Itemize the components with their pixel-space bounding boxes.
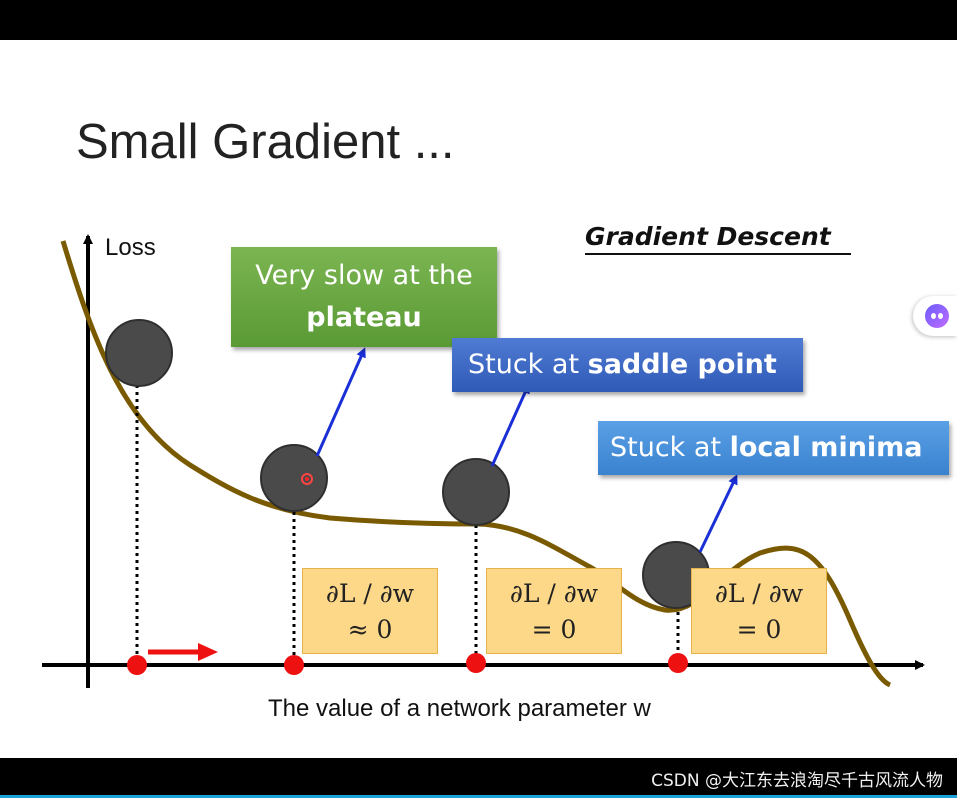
watermark-text: CSDN @大江东去浪淘尽千古风流人物 [651,771,943,791]
derivative-box-local-min: ∂L / ∂w = 0 [691,568,827,654]
callout-saddle-prefix: Stuck at [468,349,588,380]
pointer-saddle [490,383,530,467]
callout-plateau: Very slow at the plateau [231,247,497,347]
derivative-expr: ∂L / ∂w [509,579,599,608]
bottom-accent-line [0,795,957,798]
derivative-value: = 0 [736,615,782,644]
ball-saddle [442,458,510,526]
loss-curve [60,240,892,688]
point-saddle [466,653,486,673]
ball-plateau [260,444,328,512]
gradient-descent-label: Gradient Descent [585,222,851,255]
callout-local-min-prefix: Stuck at [610,432,730,463]
assistant-face-icon [925,304,949,328]
y-axis-label: Loss [105,234,156,261]
callout-plateau-line1: Very slow at the [255,260,473,291]
cursor-marker [301,473,313,485]
callout-saddle-bold: saddle point [587,349,777,380]
derivative-expr: ∂L / ∂w [325,579,415,608]
assistant-widget-button[interactable] [913,296,957,336]
derivative-value: = 0 [531,615,577,644]
callout-local-min: Stuck at local minima [598,421,949,475]
pointer-plateau [315,347,366,457]
callout-saddle: Stuck at saddle point [452,338,803,392]
point-start [127,655,147,675]
x-axis-label: The value of a network parameter w [268,695,651,722]
point-local-min [668,653,688,673]
callout-plateau-line2: plateau [306,302,422,333]
derivative-box-saddle: ∂L / ∂w = 0 [486,568,622,654]
slide-title: Small Gradient ... [76,115,455,169]
derivative-expr: ∂L / ∂w [714,579,804,608]
pointer-local-min [698,474,738,553]
callout-local-min-bold: local minima [729,432,923,463]
top-black-bar [0,0,957,40]
derivative-box-plateau: ∂L / ∂w ≈ 0 [302,568,438,654]
bottom-black-bar: CSDN @大江东去浪淘尽千古风流人物 [0,758,957,798]
derivative-value: ≈ 0 [347,615,393,644]
point-plateau [284,655,304,675]
ball-start [105,319,173,387]
